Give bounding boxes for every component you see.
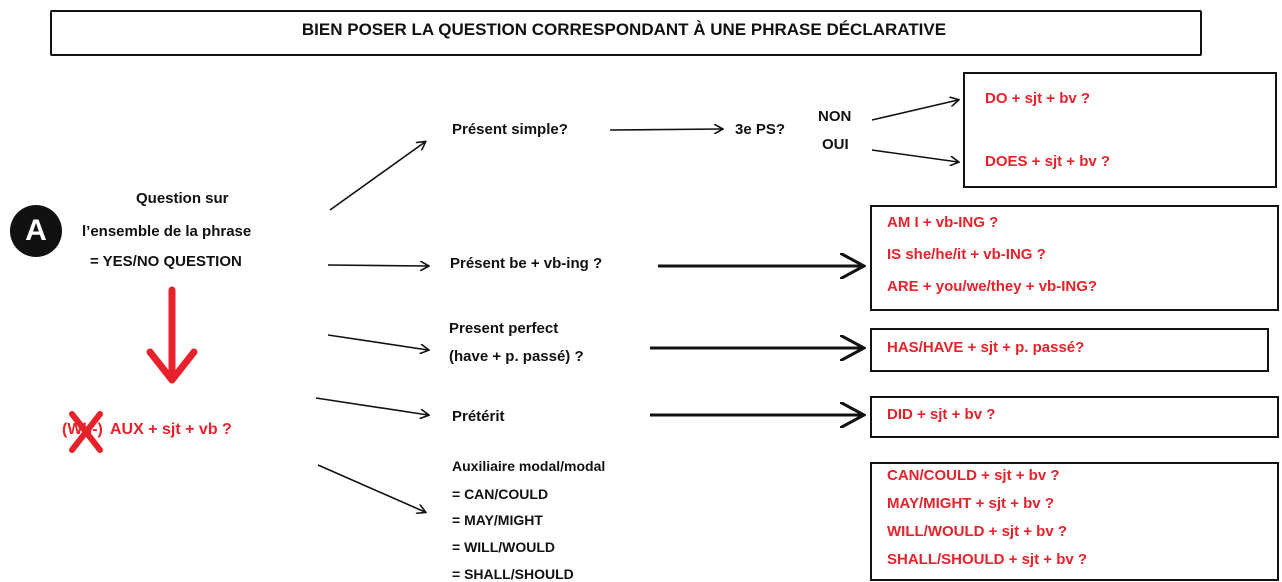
arrow-to-present-perfect xyxy=(327,334,428,350)
modal-label-5: = SHALL/SHOULD xyxy=(452,566,574,582)
answer-modal-4: SHALL/SHOULD + sjt + bv ? xyxy=(887,551,1088,568)
answer-be-1: AM I + vb-ING ? xyxy=(887,214,999,231)
answer-box-perfect xyxy=(870,328,1269,372)
answer-box-modal xyxy=(870,462,1279,581)
arrow-oui-to-does xyxy=(871,149,958,162)
arrow-to-third-person xyxy=(609,129,722,130)
answer-did: DID + sjt + bv ? xyxy=(887,406,996,423)
title-box xyxy=(50,10,1202,56)
answer-box-present-simple xyxy=(963,72,1277,188)
modal-label-4: = WILL/WOULD xyxy=(452,539,556,555)
arrow-to-present-be xyxy=(327,265,428,266)
answer-box-present-be xyxy=(870,205,1279,311)
answer-modal-1: CAN/COULD + sjt + bv ? xyxy=(887,467,1060,484)
answer-perfect: HAS/HAVE + sjt + p. passé? xyxy=(887,339,1085,356)
red-cross-mark xyxy=(69,411,103,453)
arrow-to-present-simple xyxy=(329,142,425,211)
third-person-label: 3e PS? xyxy=(735,121,786,138)
question-line-3: = YES/NO QUESTION xyxy=(90,253,242,270)
page-title: BIEN POSER LA QUESTION CORRESPONDANT À U… xyxy=(301,20,947,39)
answer-modal-2: MAY/MIGHT + sjt + bv ? xyxy=(887,495,1054,512)
answer-be-2: IS she/he/it + vb-ING ? xyxy=(887,246,1046,263)
modal-label-3: = MAY/MIGHT xyxy=(452,512,543,528)
non-label: NON xyxy=(818,108,852,125)
red-down-arrow-head xyxy=(146,348,198,384)
present-simple-label: Présent simple? xyxy=(452,121,568,138)
answer-does: DOES + sjt + bv ? xyxy=(985,153,1111,170)
arrow-to-modal xyxy=(317,464,425,512)
modal-label-1: Auxiliaire modal/modal xyxy=(452,458,606,474)
answer-be-3: ARE + you/we/they + vb-ING? xyxy=(887,278,1098,295)
question-line-2: l’ensemble de la phrase xyxy=(82,223,252,240)
arrow-non-to-do xyxy=(871,100,958,121)
present-perfect-label-2: (have + p. passé) ? xyxy=(449,348,584,365)
preterit-label: Prétérit xyxy=(452,408,505,425)
question-line-1: Question sur xyxy=(136,190,229,207)
section-badge: A xyxy=(10,205,62,257)
answer-modal-3: WILL/WOULD + sjt + bv ? xyxy=(887,523,1067,540)
arrow-to-preterit xyxy=(315,397,428,415)
answer-box-did xyxy=(870,396,1279,438)
oui-label: OUI xyxy=(822,136,849,153)
present-perfect-label-1: Present perfect xyxy=(449,320,559,337)
aux-rule: AUX + sjt + vb ? xyxy=(110,421,232,438)
modal-label-2: = CAN/COULD xyxy=(452,486,549,502)
answer-do: DO + sjt + bv ? xyxy=(985,90,1091,107)
present-be-label: Présent be + vb-ing ? xyxy=(450,255,603,272)
